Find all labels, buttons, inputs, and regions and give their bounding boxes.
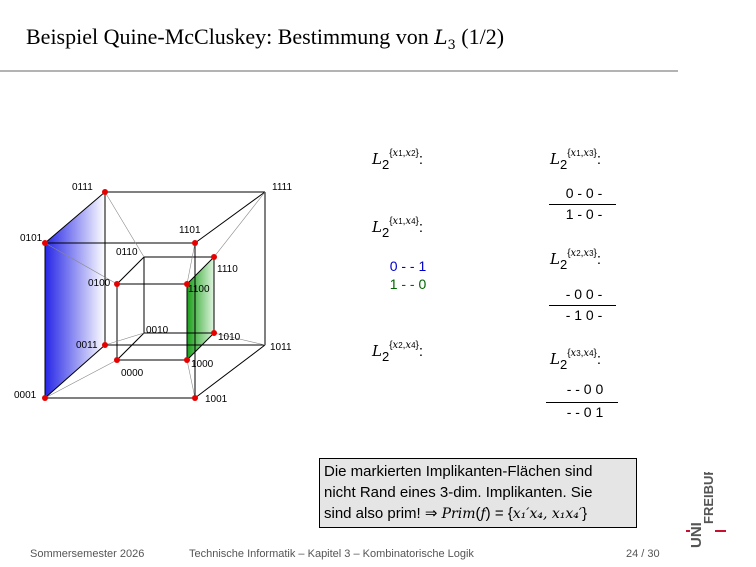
vertex-label: 1110 <box>217 264 238 275</box>
point-0001 <box>42 395 48 401</box>
vertex-label: 1000 <box>191 359 214 370</box>
table-l2-x3x4-divider <box>546 402 618 403</box>
svg-text:UNI: UNI <box>688 522 705 548</box>
vertex-label: 1011 <box>270 342 292 353</box>
vertex-label: 1111 <box>272 182 292 193</box>
table-l2-x1x3-row-2: 1 - 0 - <box>565 206 603 222</box>
table-l2-x2x3-row-2: - 1 0 - <box>565 307 603 323</box>
svg-text:FREIBURG: FREIBURG <box>701 472 716 524</box>
hypercube-diagram: 0111 1111 0101 1101 0110 1110 0100 1100 … <box>14 182 292 405</box>
university-logo: FREIBURG UNI <box>686 472 726 548</box>
title-rule <box>0 70 678 72</box>
footer-course: Technische Informatik – Kapitel 3 – Komb… <box>189 548 474 560</box>
vertex-label: 0110 <box>116 247 138 258</box>
point-1100 <box>184 281 190 287</box>
table-l2-x2x3-row-1: - 0 0 - <box>565 286 603 302</box>
table-l2-x1x4-row-2: 1 - - 0 <box>389 276 427 292</box>
vertex-label: 0100 <box>88 278 111 289</box>
vertex-label: 0111 <box>72 182 93 193</box>
slide-title: Beispiel Quine-McCluskey: Bestimmung von… <box>26 24 505 53</box>
point-1010 <box>211 330 217 336</box>
point-1101 <box>192 240 198 246</box>
point-1001 <box>192 395 198 401</box>
note-box: Die markierten Implikanten-Flächen sind … <box>319 458 637 528</box>
table-l2-x1x2-heading: L2{x1,x2}: <box>372 148 424 172</box>
table-l2-x2x3-divider <box>549 305 616 306</box>
point-0101 <box>42 240 48 246</box>
point-0000 <box>114 357 120 363</box>
vertex-label: 1010 <box>218 332 241 343</box>
table-l2-x3x4-heading: L2{x3,x4}: <box>550 348 602 372</box>
table-l2-x2x3-heading: L2{x2,x3}: <box>550 248 602 272</box>
footer-page-number: 24 / 30 <box>626 548 660 560</box>
point-1110 <box>211 254 217 260</box>
table-l2-x3x4-row-1: - - 0 0 <box>566 381 604 397</box>
vertex-label: 1101 <box>179 225 201 236</box>
table-l2-x1x3-divider <box>549 204 616 205</box>
title-text: Beispiel Quine-McCluskey: Bestimmung von <box>26 24 435 49</box>
face-blue-fill <box>45 192 105 398</box>
vertex-label: 1100 <box>188 284 210 295</box>
title-suffix: (1/2) <box>455 24 505 49</box>
prime-implicant-set: x₁′x₄, x₁x₄′ <box>512 506 583 522</box>
point-0100 <box>114 281 120 287</box>
point-0111 <box>102 189 108 195</box>
footer-semester: Sommersemester 2026 <box>30 548 145 560</box>
table-l2-x3x4-row-2: - - 0 1 <box>566 404 604 420</box>
point-1000 <box>184 357 190 363</box>
vertex-label: 0001 <box>14 390 37 401</box>
logo-accent-bar <box>686 530 690 532</box>
vertex-label: 0011 <box>76 340 98 351</box>
title-math: L3 <box>434 25 456 53</box>
vertex-label: 0101 <box>20 233 43 244</box>
face-green-fill <box>187 257 214 360</box>
table-l2-x1x3-heading: L2{x1,x3}: <box>550 148 602 172</box>
table-l2-x2x4-heading: L2{x2,x4}: <box>372 340 424 364</box>
point-0011 <box>102 342 108 348</box>
note-line-2: nicht Rand eines 3-dim. Implikanten. Sie <box>324 484 593 501</box>
vertex-label: 1001 <box>205 394 228 405</box>
table-l2-x1x4-heading: L2{x1,x4}: <box>372 216 424 240</box>
vertex-label: 0000 <box>121 368 144 379</box>
note-line-1: Die markierten Implikanten-Flächen sind <box>324 463 593 480</box>
table-l2-x1x3-row-1: 0 - 0 - <box>565 185 603 201</box>
vertex-label: 0010 <box>146 325 169 336</box>
logo-accent-bar <box>715 530 726 532</box>
table-l2-x1x4-row-1: 0 - - 1 <box>389 258 427 274</box>
note-line-3: sind also prim! ⇒ Prim(f) = {x₁′x₄, x₁x₄… <box>324 505 588 522</box>
